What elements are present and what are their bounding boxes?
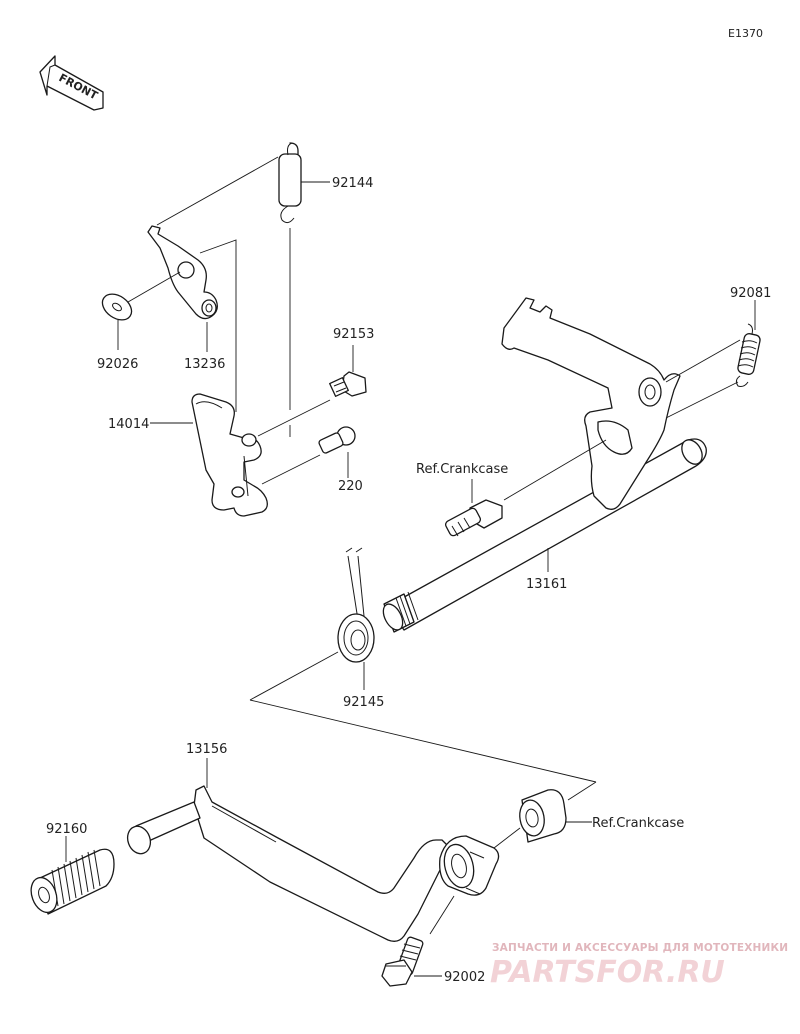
part-label-13156: 13156 — [186, 742, 227, 757]
part-label-92002: 92002 — [444, 970, 485, 985]
part-label-13161: 13161 — [526, 577, 567, 592]
part-label-92153: 92153 — [333, 327, 374, 342]
crankcase-collar — [519, 789, 567, 843]
part-label-220: 220 — [338, 479, 363, 494]
watermark-logo: PARTSFOR.RU — [490, 955, 725, 990]
lever-13236 — [147, 225, 218, 320]
front-direction-arrow-icon: FRONT — [39, 55, 104, 111]
ref-crankcase-label-2: Ref.Crankcase — [592, 816, 684, 831]
part-label-13236: 13236 — [184, 357, 225, 372]
watermark-tagline: ЗАПЧАСТИ И АКСЕССУАРЫ ДЛЯ МОТОТЕХНИКИ — [492, 942, 788, 954]
part-label-92160: 92160 — [46, 822, 87, 837]
lever-14014 — [191, 393, 268, 517]
bolt-92153 — [329, 371, 367, 397]
shift-pedal-13156 — [126, 785, 500, 942]
diagram-code: E1370 — [728, 27, 763, 40]
bolt-92002 — [381, 936, 424, 987]
ref-crankcase-label-1: Ref.Crankcase — [416, 462, 508, 477]
washer-92026 — [101, 293, 133, 321]
part-label-14014: 14014 — [108, 417, 149, 432]
rubber-92160 — [30, 848, 115, 915]
spring-92144 — [278, 142, 302, 224]
part-label-92145: 92145 — [343, 695, 384, 710]
spring-92081 — [735, 323, 761, 387]
torsion-spring-92145 — [337, 547, 375, 663]
crankcase-stud — [444, 499, 503, 537]
shift-fork-arm — [501, 297, 681, 510]
part-label-92026: 92026 — [97, 357, 138, 372]
part-label-92144: 92144 — [332, 176, 373, 191]
pin-220 — [318, 426, 356, 454]
part-label-92081: 92081 — [730, 286, 771, 301]
